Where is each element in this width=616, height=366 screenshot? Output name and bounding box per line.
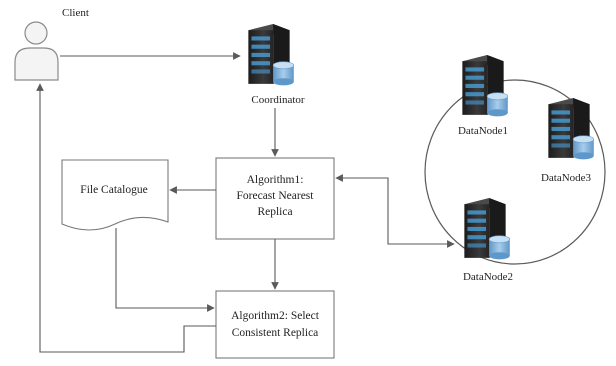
client-node: Client xyxy=(14,7,89,81)
user-icon xyxy=(14,21,59,81)
server-database-icon xyxy=(248,24,295,86)
algorithm2-box: Algorithm2: Select Consistent Replica xyxy=(215,290,335,359)
file-catalogue-node: File Catalogue xyxy=(61,159,169,231)
client-label: Client xyxy=(62,7,89,19)
cluster-ring xyxy=(424,79,606,265)
edge-algorithm2-to-client xyxy=(36,83,216,353)
document-icon xyxy=(61,159,169,231)
algorithm2-line1: Algorithm2: Select xyxy=(231,310,320,322)
datanode2-label: DataNode2 xyxy=(463,271,513,283)
datanode1-node: DataNode1 xyxy=(458,55,509,137)
algorithm1-line3: Replica xyxy=(257,206,292,218)
datanode3-node: DataNode3 xyxy=(541,98,595,184)
coordinator-node: Coordinator xyxy=(248,24,305,106)
datanode1-label: DataNode1 xyxy=(458,125,508,137)
server-database-icon xyxy=(548,98,595,160)
server-database-icon xyxy=(464,198,511,260)
datanode3-label: DataNode3 xyxy=(541,172,592,184)
datanode2-node: DataNode2 xyxy=(463,198,513,283)
algorithm2-line2: Consistent Replica xyxy=(232,327,319,339)
edge-file-catalogue-to-algorithm2 xyxy=(115,228,215,312)
algorithm1-line2: Forecast Nearest xyxy=(237,190,315,202)
file-catalogue-label: File Catalogue xyxy=(80,184,147,196)
edge-algorithm1-datanode2 xyxy=(335,174,455,248)
algorithm1-line1: Algorithm1: xyxy=(247,174,304,186)
algorithm1-box: Algorithm1: Forecast Nearest Replica xyxy=(215,157,335,240)
datanode-cluster: DataNode1 DataNode3 DataNode2 xyxy=(424,55,606,283)
coordinator-label: Coordinator xyxy=(251,94,304,106)
server-database-icon xyxy=(462,55,509,117)
